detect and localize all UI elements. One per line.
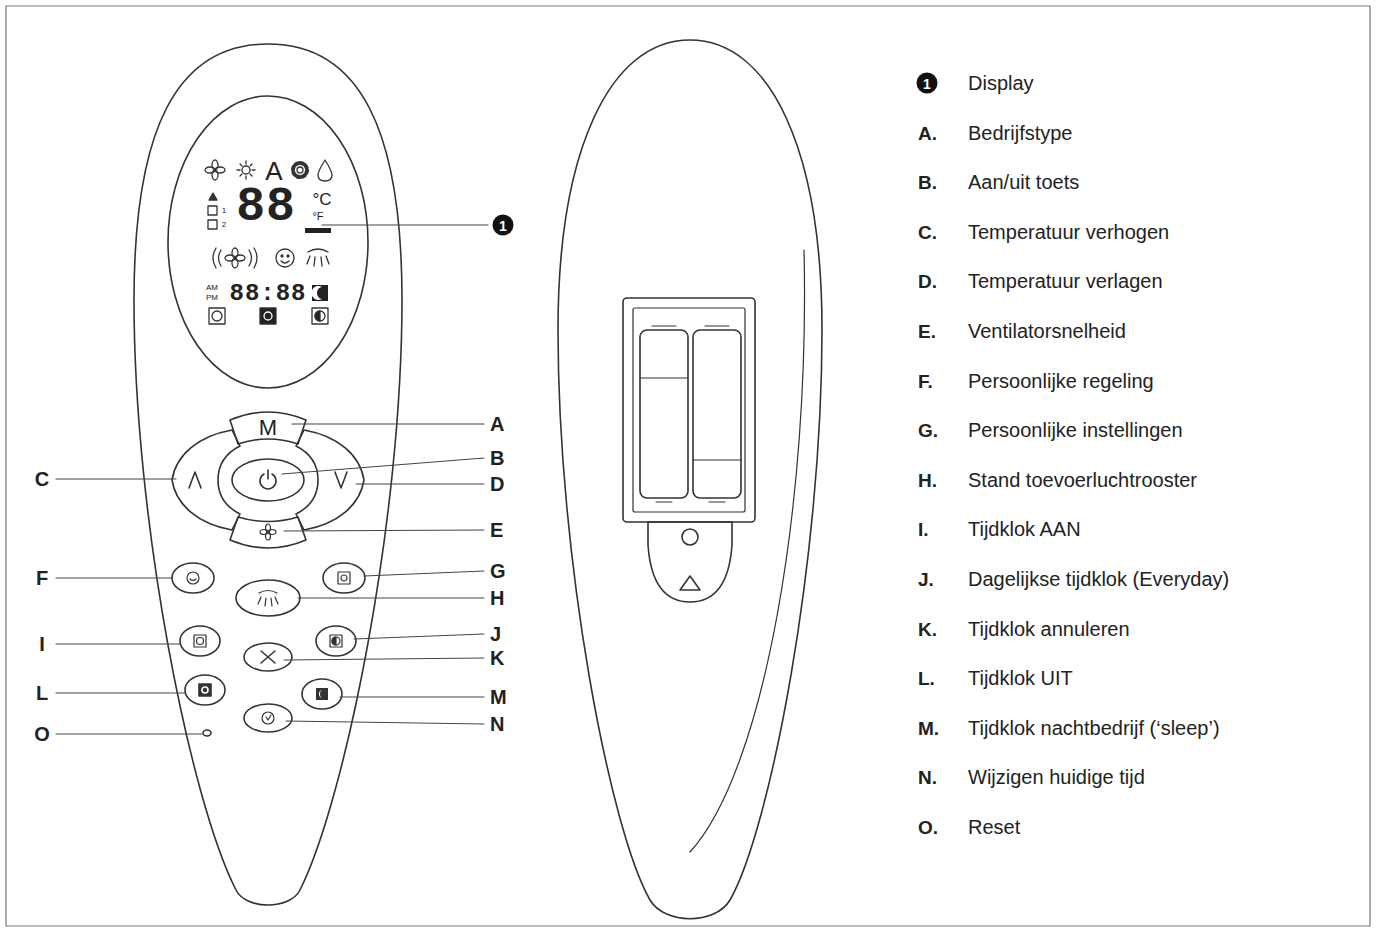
callout-letter: N	[490, 714, 504, 734]
key-letter: B.	[918, 173, 937, 192]
key-description: Temperatuur verlagen	[968, 271, 1163, 291]
button-glyph: M	[259, 417, 277, 439]
callout-letter: E	[490, 520, 503, 540]
unit-celsius: °C	[312, 191, 331, 208]
key-description: Tijdklok UIT	[968, 668, 1073, 688]
key-letter: J.	[918, 570, 934, 589]
key-letter: F.	[918, 371, 933, 390]
clock-digits: 88:88	[229, 282, 306, 306]
key-letter: L.	[918, 669, 935, 688]
key-letter: K.	[918, 619, 937, 638]
key-description: Wijzigen huidige tijd	[968, 767, 1145, 787]
power-button	[232, 459, 304, 501]
leader-lines	[56, 225, 488, 734]
key-description: Persoonlijke instellingen	[968, 420, 1183, 440]
key-letter: O.	[918, 818, 938, 837]
temp-up-button	[172, 430, 240, 530]
display-indicator: 2	[222, 221, 226, 229]
key-description: Display	[968, 73, 1034, 93]
remote-back	[558, 40, 822, 919]
key-description: Ventilatorsnelheid	[968, 321, 1126, 341]
callout-letter: O	[34, 724, 50, 744]
temp-down-button	[296, 430, 364, 530]
frame	[6, 6, 1370, 926]
temperature-digits: 88	[236, 183, 296, 231]
callout-letter: H	[490, 588, 504, 608]
callout-letter: M	[490, 687, 507, 707]
key-letter: H.	[918, 470, 937, 489]
callout-letter: K	[490, 648, 504, 668]
callout-letter: A	[490, 414, 504, 434]
display-indicator: 1	[222, 207, 226, 215]
callout-letter: C	[35, 469, 49, 489]
callout-letter: G	[490, 561, 506, 581]
callout-letter: L	[36, 683, 48, 703]
key-letter: N.	[918, 768, 937, 787]
key-description: Bedrijfstype	[968, 123, 1073, 143]
mode-button	[230, 412, 306, 444]
key-description: Persoonlijke regeling	[968, 371, 1154, 391]
remote-front-housing	[134, 44, 402, 905]
callout-letter: J	[490, 624, 501, 644]
key-letter: C.	[918, 222, 937, 241]
key-description: Tijdklok AAN	[968, 519, 1081, 539]
key-description: Tijdklok annuleren	[968, 619, 1130, 639]
callout-letter: I	[39, 634, 45, 654]
callout-letter: F	[36, 568, 48, 588]
remote-buttons	[172, 412, 365, 736]
display-icons	[205, 160, 332, 324]
pm-indicator: PM	[206, 294, 218, 302]
key-letter: G.	[918, 421, 938, 440]
key-letter: I.	[918, 520, 929, 539]
display-window	[168, 96, 368, 388]
key-letter: E.	[918, 322, 936, 341]
callout-number: 1	[493, 215, 514, 236]
mode-icon-letter: A	[265, 158, 282, 184]
callout-letter: D	[490, 474, 504, 494]
key-description: Dagelijkse tijdklok (Everyday)	[968, 569, 1229, 589]
unit-fahrenheit: °F	[312, 211, 323, 222]
key-description: Temperatuur verhogen	[968, 222, 1169, 242]
fan-button	[230, 517, 306, 548]
key-letter: M.	[918, 718, 939, 737]
key-letter: A.	[918, 123, 937, 142]
key-description: Aan/uit toets	[968, 172, 1079, 192]
callout-number: 1	[917, 73, 938, 94]
am-indicator: AM	[206, 284, 218, 292]
key-description: Reset	[968, 817, 1020, 837]
key-letter: D.	[918, 272, 937, 291]
key-description: Tijdklok nachtbedrijf (‘sleep’)	[968, 718, 1220, 738]
callout-letter: B	[490, 448, 504, 468]
key-description: Stand toevoerluchtrooster	[968, 470, 1197, 490]
